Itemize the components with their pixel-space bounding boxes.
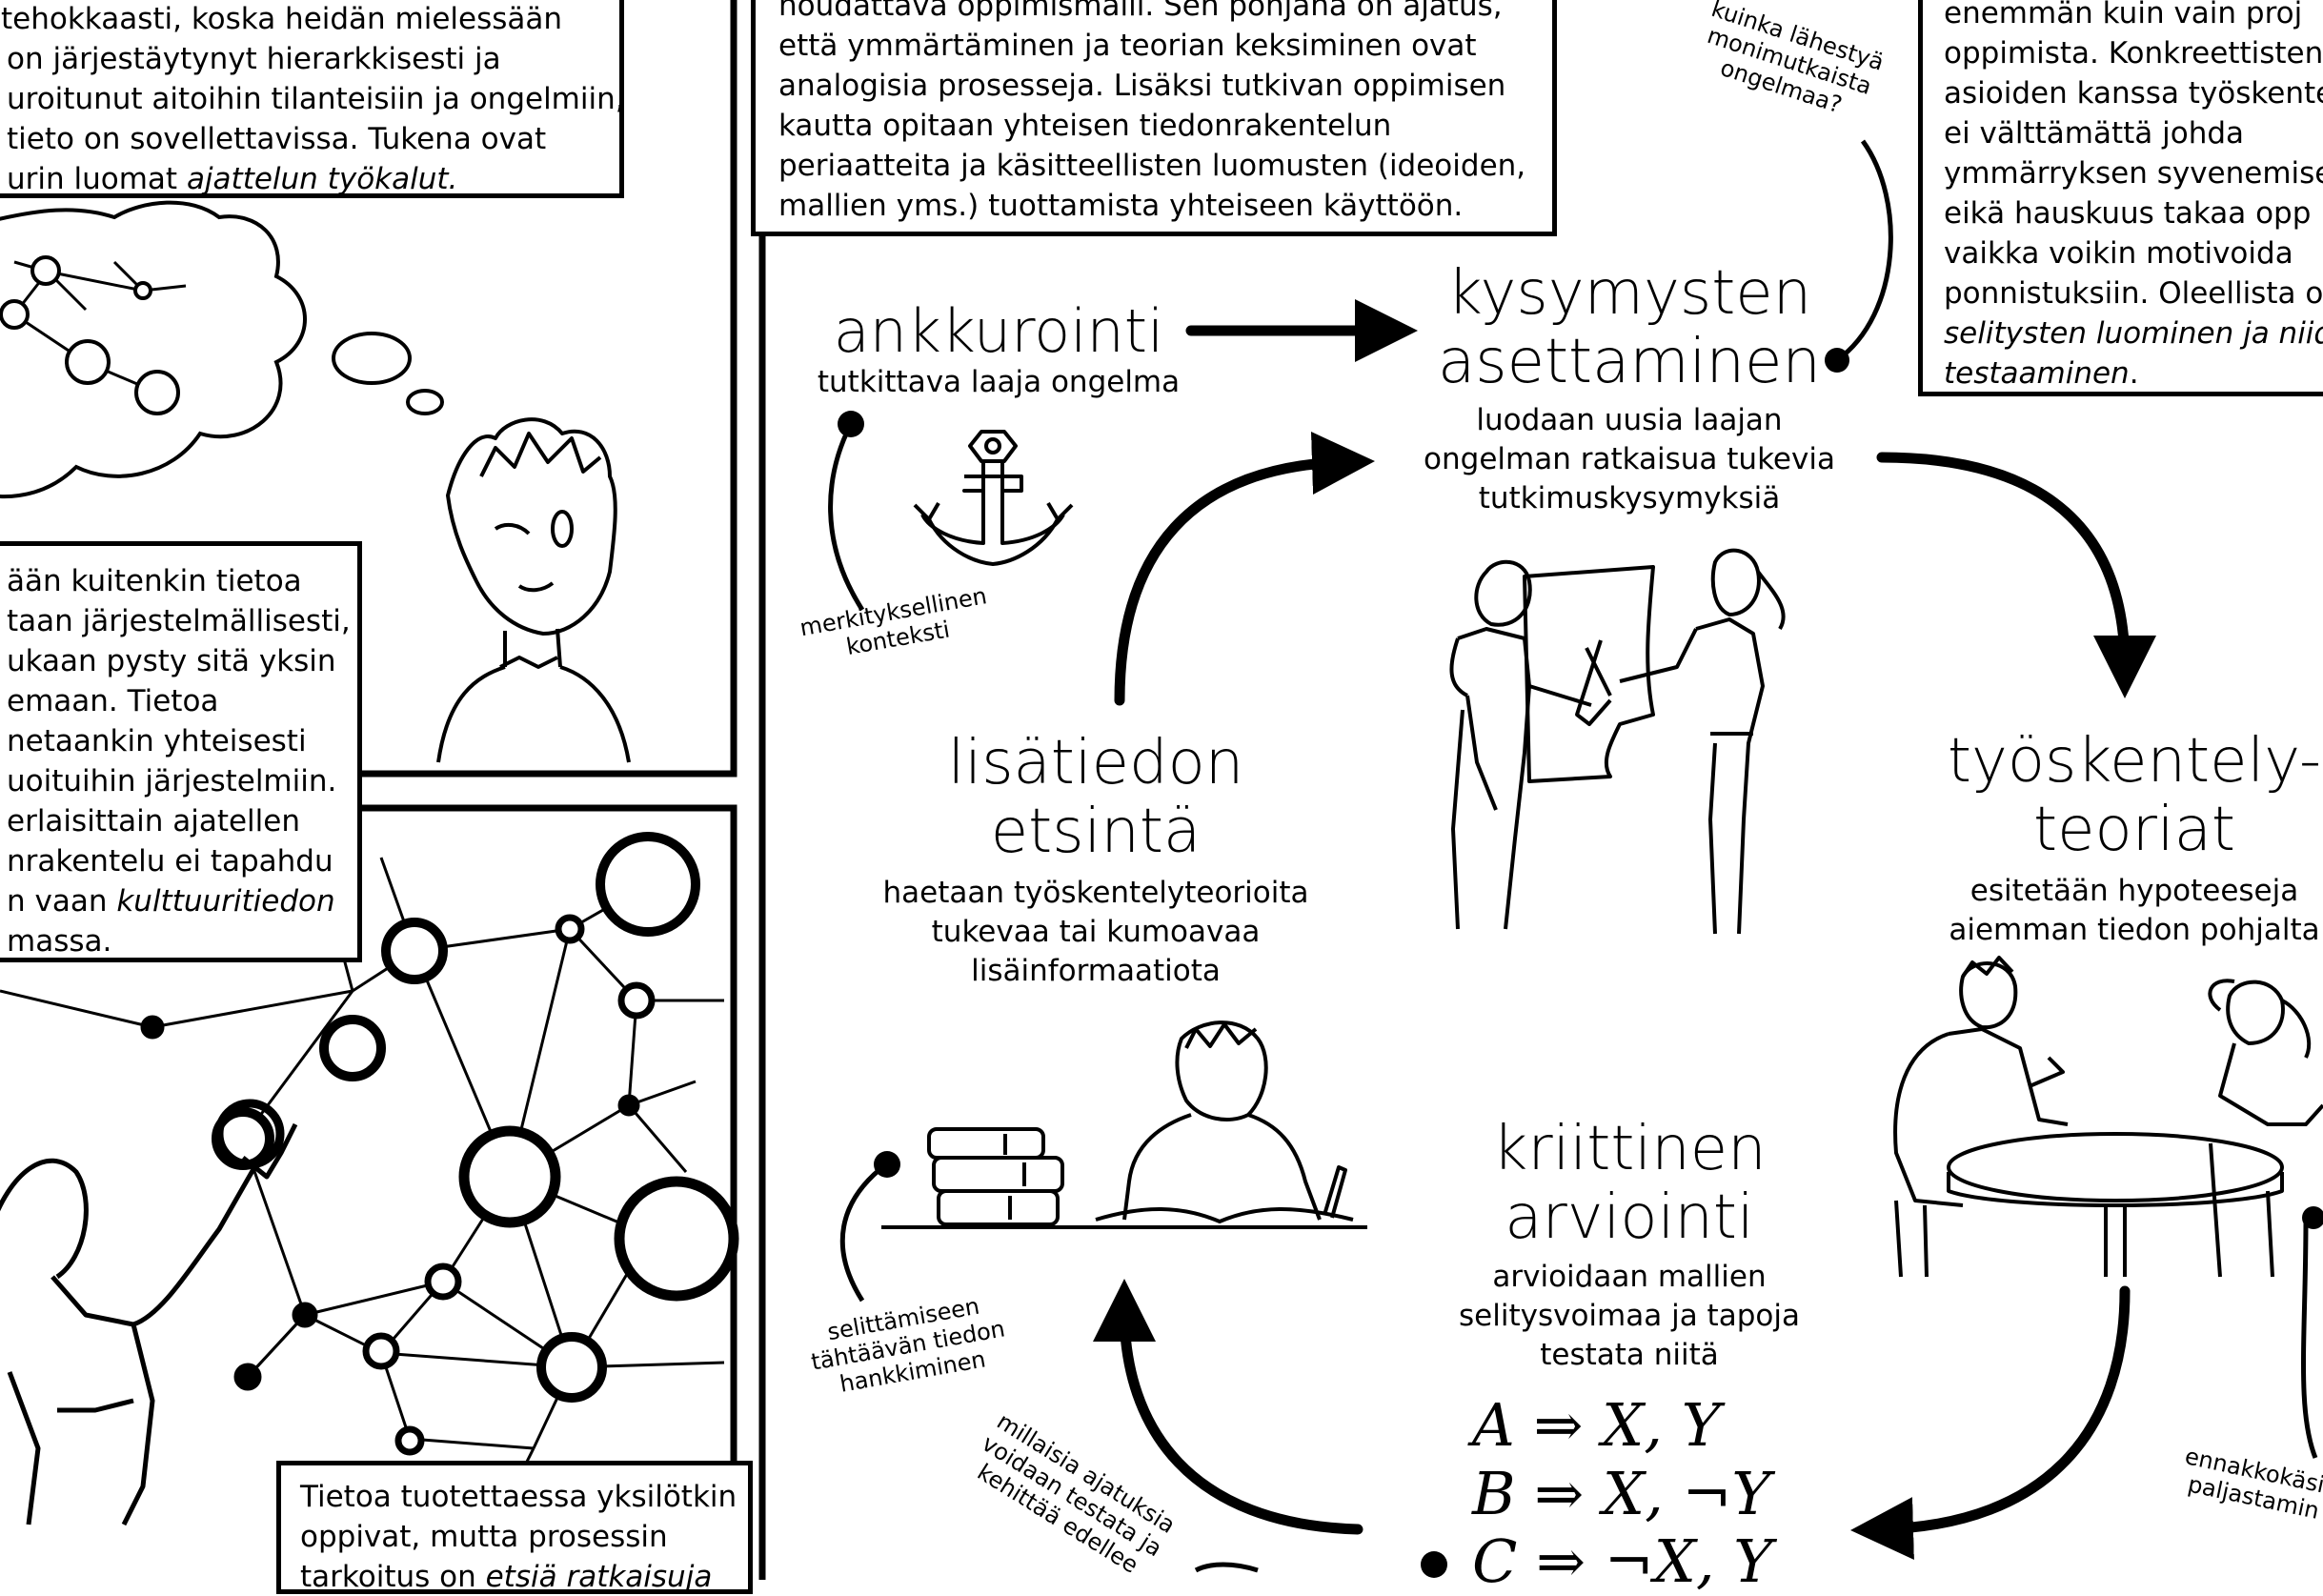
title-line: teoriat	[2032, 795, 2236, 865]
text-line: nrakentelu ei tapahdu	[7, 844, 333, 879]
text-line: erlaisittain ajatellen	[7, 804, 301, 838]
text-line: selitysten luominen ja niid	[1944, 313, 2323, 354]
text-line: eikä hauskuus takaa opp	[1944, 196, 2312, 231]
text-line: vaikka voikin motivoida	[1944, 236, 2293, 271]
text-line: uroitunut aitoihin tilanteisiin ja ongel…	[7, 82, 624, 116]
arrow-kysymysten-to-tyoskentely	[1876, 452, 2156, 698]
stage-sub-tyoskentely: esitetään hypoteeseja aiemman tiedon poh…	[1925, 872, 2323, 950]
person-pointing-drawing	[0, 1099, 298, 1526]
text-line: taan järjestelmällisesti,	[7, 604, 351, 638]
text-line: oppivat, mutta prosessin	[300, 1520, 668, 1554]
text-line: ymmärryksen syvenemise	[1944, 156, 2323, 191]
stage-sub-kriittinen: arvioidaan mallien selitysvoimaa ja tapo…	[1401, 1258, 1858, 1375]
sub-line: arvioidaan mallien	[1492, 1260, 1767, 1294]
text-line: tehokkaasti, koska heidän mielessään	[1, 2, 563, 36]
title-line: kysymysten	[1446, 258, 1812, 329]
arrow-tyoskentely-to-kriittinen	[1850, 1285, 2131, 1561]
italic-text: ajattelun työkalut.	[186, 162, 458, 196]
sub-line: selitysvoimaa ja tapoja	[1459, 1299, 1800, 1333]
left-bottom-text-box: Tietoa tuotettaessa yksilötkin oppivat, …	[276, 1461, 753, 1594]
math-line-c: C ⇒ ¬X, Y	[1472, 1526, 1773, 1596]
arrow-kriittinen-to-lisatiedon	[1093, 1279, 1364, 1535]
text-line: ei välttämättä johda	[1944, 116, 2245, 151]
text-line: emaan. Tietoa	[7, 684, 219, 718]
title-line: työskentely-	[1947, 726, 2322, 797]
text-line: testaaminen.	[1944, 354, 2323, 392]
anchor-icon	[913, 430, 1074, 566]
text-line: massa.	[7, 924, 112, 959]
text-line: ukaan pysty sitä yksin	[7, 644, 336, 678]
text-span: tarkoitus on	[300, 1560, 486, 1594]
left-middle-text-box: ään kuitenkin tietoa taan järjestelmälli…	[0, 541, 362, 962]
sub-line: testata niitä	[1540, 1338, 1719, 1372]
math-line-b: B ⇒ X, ¬Y	[1472, 1459, 1771, 1528]
title-line: kriittinen	[1492, 1114, 1767, 1184]
text-line: kautta opitaan yhteisen tiedonrakentelun	[778, 109, 1392, 143]
stage-title-tyoskentely: työskentely- teoriat	[1944, 727, 2323, 864]
text-line: on järjestäytynyt hierarkkisesti ja	[7, 42, 501, 76]
text-line: n vaan kulttuuritiedon	[7, 881, 357, 921]
person-thinking-drawing	[436, 417, 631, 763]
italic-text: selitysten luominen ja niid	[1944, 316, 2323, 351]
math-line-a: A ⇒ X, Y	[1472, 1390, 1721, 1460]
text-line: netaankin yhteisesti	[7, 724, 307, 758]
people-at-table-drawing	[1893, 956, 2323, 1278]
books-icon	[881, 1127, 1367, 1229]
title-line: lisätiedon	[947, 728, 1244, 798]
sub-line: haetaan työskentelyteorioita	[882, 876, 1309, 910]
text-line: enemmän kuin vain proj	[1944, 0, 2303, 30]
text-line: tarkoitus on etsiä ratkaisuja	[300, 1557, 748, 1594]
right-top-text-box: enemmän kuin vain proj oppimista. Konkre…	[1918, 0, 2323, 396]
text-line: ponnistuksiin. Oleellista on	[1944, 276, 2323, 311]
text-line: ään kuitenkin tietoa	[7, 564, 302, 598]
sub-line: lisäinformaatiota	[971, 954, 1221, 988]
sub-line: aiemman tiedon pohjalta	[1949, 913, 2320, 947]
text-line: tieto on sovellettavissa. Tukena ovat	[7, 122, 547, 156]
stage-title-ankkurointi: ankkurointi	[833, 296, 1164, 366]
student-reading-drawing	[1095, 1020, 1354, 1223]
text-line: että ymmärtäminen ja teorian keksiminen …	[778, 29, 1477, 63]
note-connectors	[828, 139, 2318, 1573]
text-span: .	[2129, 356, 2139, 391]
thought-bubble-icon	[0, 200, 444, 499]
stage-sub-ankkurointi: tutkittava laaja ongelma	[817, 365, 1181, 399]
text-line: asioiden kanssa työskente	[1944, 76, 2323, 111]
text-line: Tietoa tuotettaessa yksilötkin	[300, 1480, 737, 1514]
text-line: oppimista. Konkreettisten	[1944, 36, 2323, 71]
network-icon	[0, 832, 739, 1487]
text-span: urin luomat	[7, 162, 187, 196]
title-line: asettaminen	[1438, 327, 1821, 397]
italic-text: etsiä ratkaisuja	[485, 1560, 713, 1594]
stage-title-kriittinen: kriittinen arviointi	[1439, 1115, 1820, 1252]
italic-text: testaaminen	[1944, 356, 2130, 391]
sub-line: ongelman ratkaisua tukevia	[1424, 442, 1835, 476]
cycle-arrows	[1093, 299, 2156, 1561]
stage-sub-lisatiedon: haetaan työskentelyteorioita tukevaa tai…	[838, 874, 1353, 991]
text-line: urin luomat ajattelun työkalut.	[7, 159, 619, 196]
italic-text: kulttuuritiedon	[116, 884, 335, 919]
text-span: n vaan	[7, 884, 117, 919]
stage-title-lisatiedon: lisätiedon etsintä	[886, 729, 1305, 866]
title-line: arviointi	[1505, 1182, 1754, 1253]
sub-line: tukevaa tai kumoavaa	[931, 915, 1261, 949]
stage-sub-kysymysten: luodaan uusia laajan ongelman ratkaisua …	[1382, 401, 1877, 518]
text-line: mallien yms.) tuottamista yhteiseen käyt…	[778, 189, 1464, 223]
stage-title-kysymysten: kysymysten asettaminen	[1391, 259, 1868, 396]
sub-line: esitetään hypoteeseja	[1970, 874, 2299, 908]
text-line: noudattava oppimismalli. Sen pohjana on …	[778, 0, 1503, 23]
people-with-map-drawing	[1449, 548, 1786, 935]
sub-line: luodaan uusia laajan	[1476, 403, 1783, 437]
left-top-text-box: tehokkaasti, koska heidän mielessään on …	[0, 0, 624, 198]
title-line: etsintä	[990, 797, 1202, 867]
sub-line: tutkimuskysymyksiä	[1478, 481, 1781, 515]
text-line: periaatteita ja käsitteellisten luomuste…	[778, 149, 1526, 183]
center-top-text-box: noudattava oppimismalli. Sen pohjana on …	[751, 0, 1557, 236]
text-line: analogisia prosesseja. Lisäksi tutkivan …	[778, 69, 1506, 103]
text-line: uoituihin järjestelmiin.	[7, 764, 337, 798]
arrow-lisatiedon-to-kysymysten	[1114, 432, 1375, 706]
